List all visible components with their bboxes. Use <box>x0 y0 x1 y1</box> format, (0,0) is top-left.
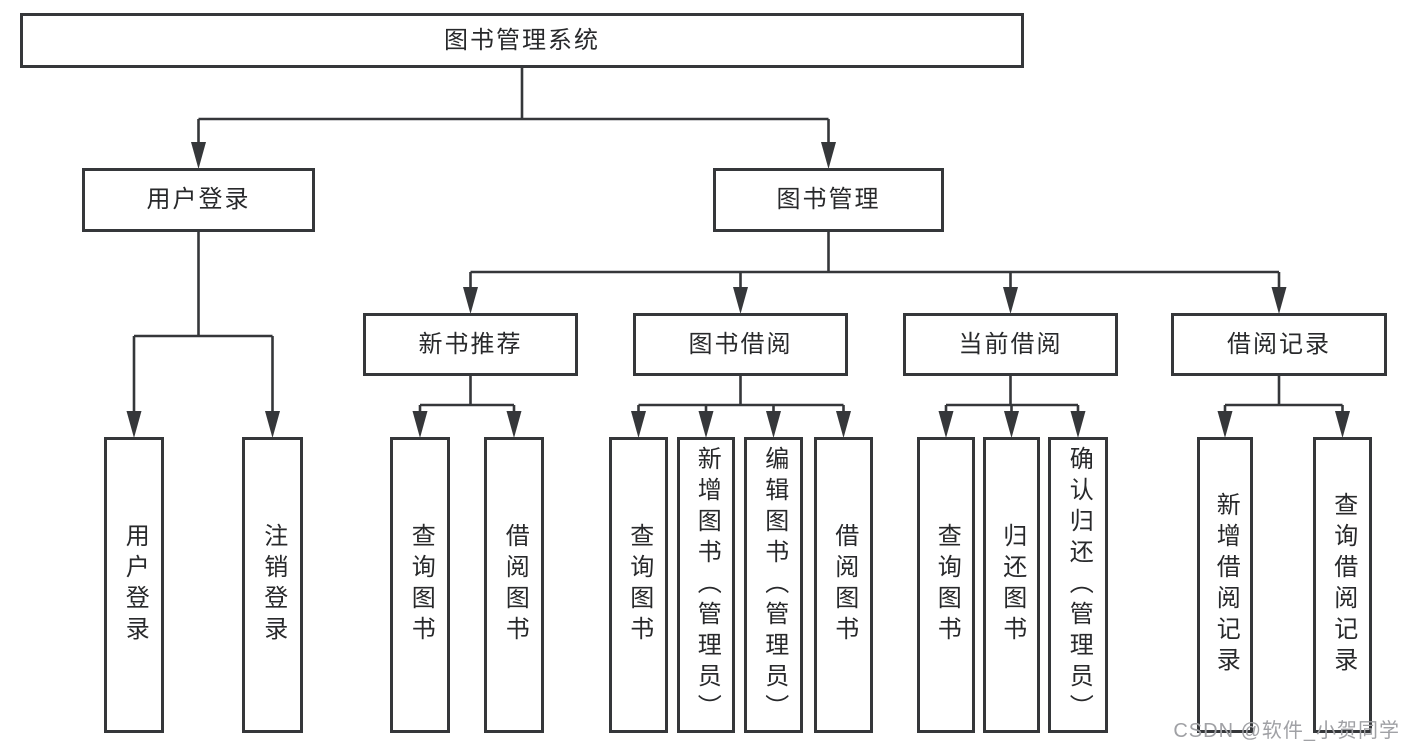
arrowhead-icon <box>938 411 954 438</box>
diagram-node-login: 用户登录 <box>82 168 315 232</box>
arrowhead-icon <box>1271 287 1287 314</box>
diagram-node-current-query: 查询图书 <box>917 437 975 733</box>
arrowhead-icon <box>1004 411 1019 438</box>
arrowhead-icon <box>1070 411 1086 438</box>
connector-rec <box>412 376 522 438</box>
watermark: CSDN @软件_小贺同学 <box>1173 720 1400 742</box>
arrowhead-icon <box>265 411 280 438</box>
diagram-node-borrow-borrow: 借阅图书 <box>814 437 873 733</box>
arrowhead-icon <box>126 411 142 438</box>
diagram-node-borrow-edit: 编辑图书（管理员） <box>744 437 803 733</box>
connector-current <box>938 376 1086 438</box>
connector-mgmt <box>463 232 1287 314</box>
connector-borrow <box>631 376 851 438</box>
connector-records <box>1217 376 1350 438</box>
diagram-node-rec: 新书推荐 <box>363 313 578 376</box>
connector-login <box>126 232 280 438</box>
diagram-node-borrow: 图书借阅 <box>633 313 848 376</box>
arrowhead-icon <box>631 411 646 438</box>
arrowhead-icon <box>1003 287 1018 314</box>
connector-root <box>191 68 836 169</box>
diagram-node-borrow-add: 新增图书（管理员） <box>677 437 735 733</box>
arrowhead-icon <box>766 411 781 438</box>
diagram-node-root: 图书管理系统 <box>20 13 1024 68</box>
diagram-node-records-query: 查询借阅记录 <box>1313 437 1372 733</box>
arrowhead-icon <box>412 411 428 438</box>
diagram-node-mgmt: 图书管理 <box>713 168 944 232</box>
arrowhead-icon <box>506 411 522 438</box>
diagram-node-borrow-query: 查询图书 <box>609 437 668 733</box>
arrowhead-icon <box>191 142 206 169</box>
diagram-node-records-add: 新增借阅记录 <box>1197 437 1253 733</box>
diagram-node-current-return: 归还图书 <box>983 437 1040 733</box>
arrowhead-icon <box>733 287 748 314</box>
arrowhead-icon <box>821 142 836 169</box>
arrowhead-icon <box>698 411 714 438</box>
arrowhead-icon <box>836 411 851 438</box>
diagram-node-login-logout: 注销登录 <box>242 437 303 733</box>
arrowhead-icon <box>1335 411 1350 438</box>
diagram-node-current: 当前借阅 <box>903 313 1118 376</box>
diagram-node-current-confirm: 确认归还（管理员） <box>1048 437 1108 733</box>
arrowhead-icon <box>1217 411 1233 438</box>
diagram-node-rec-query: 查询图书 <box>390 437 450 733</box>
diagram-node-login-user: 用户登录 <box>104 437 164 733</box>
diagram-node-rec-borrow: 借阅图书 <box>484 437 544 733</box>
arrowhead-icon <box>463 287 478 314</box>
diagram-node-records: 借阅记录 <box>1171 313 1387 376</box>
